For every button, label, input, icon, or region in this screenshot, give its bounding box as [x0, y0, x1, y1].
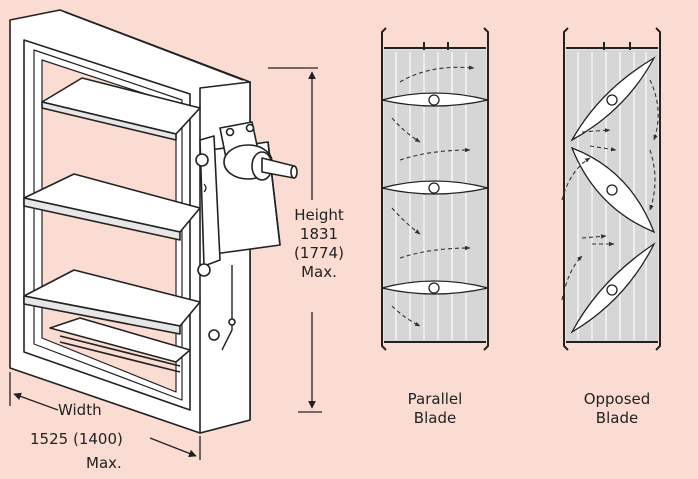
opposed-blade-label: Opposed Blade	[562, 390, 672, 428]
airflow-arrow	[399, 245, 471, 259]
blade	[41, 77, 201, 141]
opposed-label-line2: Blade	[595, 409, 639, 427]
parallel-label-line1: Parallel	[407, 390, 463, 408]
blade	[23, 173, 201, 241]
opposed-blade-section	[561, 27, 661, 351]
height-value: 1831	[299, 225, 339, 243]
linkage-pivot	[208, 329, 220, 341]
width-dimension	[9, 372, 201, 460]
airflow-arrow	[589, 145, 617, 152]
width-value-line: 1525 (1400)	[30, 430, 170, 449]
height-max: Max.	[301, 263, 337, 281]
width-max: Max.	[86, 454, 122, 472]
height-label: Height 1831 (1774) Max.	[284, 206, 354, 282]
opposed-label-line1: Opposed	[583, 390, 651, 408]
airflow-arrow	[399, 65, 475, 83]
actuator	[195, 121, 298, 277]
width-title: Width	[58, 401, 102, 419]
airflow-arrow	[649, 79, 659, 141]
parallel-label-line2: Blade	[413, 409, 457, 427]
airflow-arrow	[391, 117, 421, 143]
parallel-blade-label: Parallel Blade	[380, 390, 490, 428]
airflow-arrow	[399, 147, 471, 161]
blade	[23, 269, 201, 335]
airflow-arrow	[561, 255, 583, 301]
height-title: Height	[294, 206, 344, 224]
airflow-arrow	[391, 207, 421, 235]
damper-illustration	[9, 9, 298, 434]
airflow-arrow	[581, 128, 611, 133]
width-alt-value: (1400)	[72, 430, 123, 448]
parallel-blade-section	[381, 27, 489, 351]
width-value: 1525	[30, 430, 69, 448]
airflow-arrow	[649, 149, 656, 211]
airflow-arrow	[391, 305, 421, 327]
height-alt-value: (1774)	[294, 244, 344, 262]
height-dimension	[268, 67, 322, 413]
